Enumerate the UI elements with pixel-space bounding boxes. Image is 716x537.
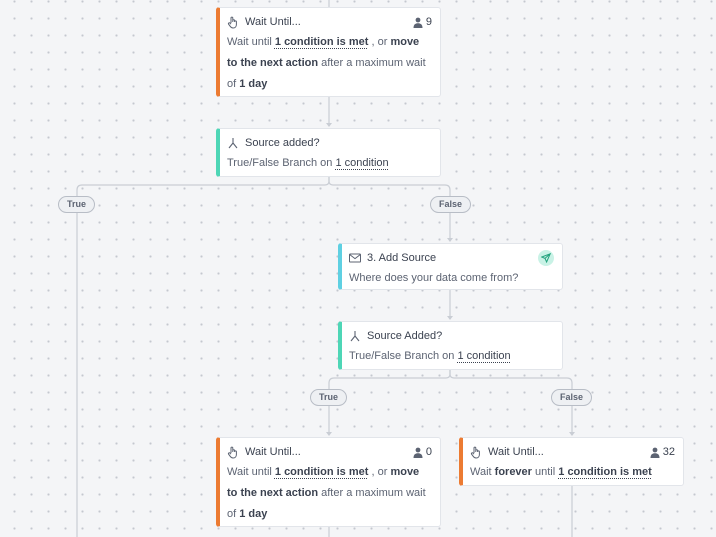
branch-description: True/False Branch on 1 condition <box>349 346 554 367</box>
contact-count-value: 0 <box>425 445 432 458</box>
text-prefix: Wait <box>470 466 492 478</box>
wait-until-title: Wait Until... <box>245 15 301 28</box>
text-or: , or <box>371 36 388 48</box>
branch-icon <box>227 137 243 149</box>
false-branch-label[interactable]: False <box>551 389 593 406</box>
wait-until-node-header: Wait Until... 0 <box>227 442 432 462</box>
email-node-add-source[interactable]: 3. Add Source Where does your data come … <box>338 243 563 290</box>
wait-until-node-top[interactable]: Wait Until... 9 Wait until 1 condition i… <box>216 7 441 97</box>
text-after: after a maximum wait of <box>227 487 426 520</box>
condition-link[interactable]: 1 condition is met <box>558 466 652 478</box>
text-prefix: True/False Branch on <box>227 157 333 169</box>
wait-until-title: Wait Until... <box>488 445 544 458</box>
text-or: , or <box>371 466 388 478</box>
person-icon <box>413 17 423 28</box>
contact-count[interactable]: 0 <box>413 442 432 463</box>
text-prefix: Wait until <box>227 36 272 48</box>
hand-icon <box>227 16 243 29</box>
text-after: after a maximum wait of <box>227 57 426 90</box>
move-text: move to the next action <box>227 36 420 69</box>
wait-until-title: Wait Until... <box>245 445 301 458</box>
wait-until-description: Wait forever until 1 condition is met <box>470 462 675 483</box>
hand-icon <box>227 446 243 459</box>
move-text: move to the next action <box>227 466 420 499</box>
contact-count-value: 9 <box>425 15 432 28</box>
contact-count[interactable]: 32 <box>650 442 675 463</box>
text-prefix: True/False Branch on <box>349 350 455 362</box>
text-prefix: Wait until <box>227 466 272 478</box>
wait-until-description: Wait until 1 condition is met , or move … <box>227 462 432 525</box>
wait-until-node-header: Wait Until... 9 <box>227 12 432 32</box>
paper-plane-icon <box>538 250 554 266</box>
contact-count-value: 32 <box>662 445 675 458</box>
duration-value: 1 day <box>239 508 268 520</box>
wait-until-node-bottom-right[interactable]: Wait Until... 32 Wait forever until 1 co… <box>459 437 684 486</box>
condition-link[interactable]: 1 condition is met <box>274 466 369 478</box>
branch-node-header: Source added? <box>227 133 432 153</box>
condition-link[interactable]: 1 condition <box>457 350 511 362</box>
email-title: 3. Add Source <box>367 251 437 264</box>
text-until: until <box>535 466 556 478</box>
wait-until-node-header: Wait Until... 32 <box>470 442 675 462</box>
branch-node-source-added-2[interactable]: Source Added? True/False Branch on 1 con… <box>338 321 563 370</box>
forever-text: forever <box>494 466 532 478</box>
duration-value: 1 day <box>239 78 268 90</box>
hand-icon <box>470 446 486 459</box>
branch-title: Source Added? <box>367 329 443 342</box>
condition-link[interactable]: 1 condition is met <box>274 36 369 48</box>
person-icon <box>650 447 660 458</box>
false-branch-label[interactable]: False <box>430 196 472 213</box>
branch-icon <box>349 330 365 342</box>
email-node-header: 3. Add Source <box>349 248 554 268</box>
branch-description: True/False Branch on 1 condition <box>227 153 432 174</box>
true-branch-label[interactable]: True <box>310 389 348 406</box>
email-subject: Where does your data come from? <box>349 272 519 284</box>
true-branch-label[interactable]: True <box>58 196 96 213</box>
condition-link[interactable]: 1 condition <box>335 157 389 169</box>
branch-node-header: Source Added? <box>349 326 554 346</box>
envelope-icon <box>349 253 365 263</box>
contact-count[interactable]: 9 <box>413 12 432 33</box>
branch-title: Source added? <box>245 136 320 149</box>
wait-until-description: Wait until 1 condition is met , or move … <box>227 32 432 95</box>
branch-node-source-added[interactable]: Source added? True/False Branch on 1 con… <box>216 128 441 177</box>
person-icon <box>413 447 423 458</box>
wait-until-node-bottom-left[interactable]: Wait Until... 0 Wait until 1 condition i… <box>216 437 441 527</box>
